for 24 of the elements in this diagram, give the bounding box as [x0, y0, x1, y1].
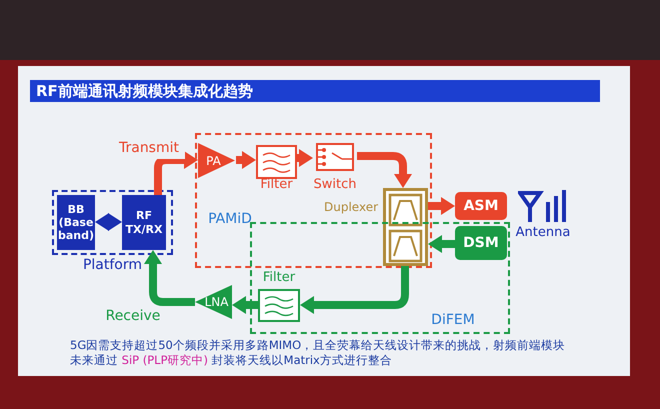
title-bar: RF前端通讯射频模块集成化趋势 [30, 80, 600, 102]
arrow [236, 151, 256, 169]
group-label: DiFEM [430, 312, 476, 329]
group-label: Platform [82, 257, 144, 274]
amplifier-symbol: LNA [195, 285, 232, 319]
arrow [428, 235, 455, 253]
group-label: PAMiD [207, 211, 253, 228]
amplifier-symbol: PA [198, 143, 235, 178]
arrow [95, 213, 122, 231]
arrow [297, 149, 313, 167]
arrow [428, 197, 455, 215]
antenna-label: Antenna [514, 225, 572, 242]
component-label: Filter [262, 270, 296, 287]
arrow [232, 296, 258, 314]
arrow [300, 266, 409, 314]
arrow [357, 152, 412, 188]
arrow [144, 250, 195, 306]
component-label: Switch [313, 177, 357, 194]
module-box: BB (Base band) [57, 195, 95, 250]
component-label: Duplexer [324, 200, 380, 216]
caption-text: 5G因需支持超过50个频段并采用多路MIMO，且全荧幕给天线设计带来的挑战，射频前端模块未来通过 SiP (PLP研究中) 封装将天线以Matrix方式进行整合 [70, 338, 566, 369]
module-box: ASM [455, 192, 507, 220]
module-box: RF TX/RX [122, 195, 166, 250]
module-box: DSM [455, 226, 507, 260]
